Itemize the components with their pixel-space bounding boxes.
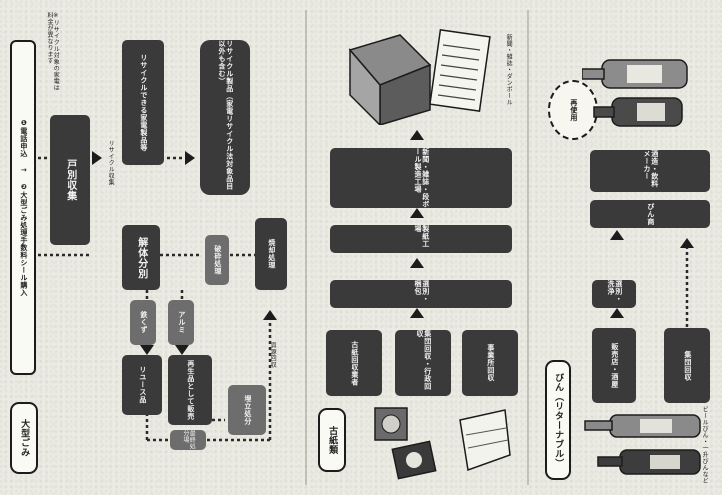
disassembly-label: 解体分別 (135, 237, 147, 279)
resource-recovery-text: 資源回収 (269, 342, 275, 368)
landfill-box: 埋立処分 (228, 385, 266, 435)
final-disposal-label: 最終処分場 (182, 430, 195, 450)
bottle-dealer-box: びん商 (590, 200, 710, 228)
paper-products-illustration (340, 25, 510, 125)
bottle-source-1-label: 販売店・酒屋 (610, 343, 618, 388)
paper-source-3-label: 事業所回収 (486, 344, 494, 382)
final-disposal-box: 最終処分場 (170, 430, 206, 450)
paper-sources-illustration (320, 400, 515, 485)
paper-sorting-label: 選別・梱包 (413, 280, 428, 308)
crush-box: 破砕処理 (205, 235, 229, 285)
bottle-sorting-box: 選別・洗浄 (592, 280, 636, 308)
incinerate-box: 焼却処理 (255, 218, 287, 290)
recycle-products-box: リサイクル製品（家電リサイクル法対象品目以外も含む） (200, 40, 250, 195)
sticker-note-text: ※リサイクル対象の家電は料金が異なります (46, 12, 59, 92)
paper-source-1: 古紙回収業者 (326, 330, 382, 396)
disassembly-box: 解体分別 (122, 225, 160, 290)
bottle-source-1: 販売店・酒屋 (592, 328, 636, 403)
bottle-source-2: 集団回収 (664, 328, 710, 403)
recycle-appliances-box: リサイクルできる家電製品等 (122, 40, 164, 165)
bulky-steps-header: ❶電話申込 → ❷大型ごみ処理手数料シール購入 (10, 40, 36, 375)
collection-label: 戸別収集 (64, 159, 76, 201)
paper-products-caption-text: 新聞・雑誌・ダンボール (505, 34, 511, 106)
reuse-label: リユース品 (138, 366, 146, 404)
beer-bottles-caption: ビールびん・一升びんなど (690, 400, 718, 490)
sticker-note: ※リサイクル対象の家電は料金が異なります (40, 12, 64, 92)
paper-products-caption: 新聞・雑誌・ダンボール (498, 20, 518, 120)
crush-label: 破砕処理 (213, 245, 221, 275)
resale-label: 再生品として販売 (186, 360, 194, 420)
bottles-tag-label: びん（リターナブル） (553, 373, 563, 468)
bottle-makers-box: 酒造・飲料メーカー (590, 150, 710, 192)
bottle-dealer-label: びん商 (646, 203, 654, 226)
resource-recovery-note: 資源回収 (262, 330, 282, 380)
paper-source-2-label: 集団回収・行政回収 (415, 330, 430, 396)
bulky-section-tag: 大型ごみ (10, 402, 38, 474)
steps-header-text: ❶電話申込 → ❷大型ごみ処理手数料シール購入 (19, 119, 27, 297)
bottles-section-tag: びん（リターナブル） (545, 360, 571, 480)
recycle-arrow-text: リサイクル収集 (107, 140, 113, 186)
resale-box: 再生品として販売 (168, 355, 212, 425)
incinerate-label: 焼却処理 (267, 239, 275, 269)
bottle-source-2-label: 集団回収 (683, 351, 691, 381)
paper-sorting-box: 選別・梱包 (330, 280, 512, 308)
reuse-bubble-text: 再使用 (569, 99, 577, 122)
collection-box: 戸別収集 (50, 115, 90, 245)
recycle-appliances-label: リサイクルできる家電製品等 (139, 54, 147, 152)
returnable-bottles-illustration (582, 40, 712, 135)
paper-source-3: 事業所回収 (462, 330, 518, 396)
bottle-sorting-label: 選別・洗浄 (606, 280, 621, 308)
landfill-label: 埋立処分 (243, 395, 251, 425)
paper-makers-label: 新聞・雑誌・段ボール製造工場 (413, 148, 428, 208)
beer-bottles-caption-text: ビールびん・一升びんなど (701, 406, 707, 484)
iron-box: 鉄くず (130, 300, 156, 345)
recycle-arrow-label: リサイクル収集 (100, 135, 120, 190)
paper-makers-box: 新聞・雑誌・段ボール製造工場 (330, 148, 512, 208)
paper-source-2: 集団回収・行政回収 (395, 330, 451, 396)
bulky-tag-label: 大型ごみ (19, 419, 29, 457)
reuse-box: リユース品 (122, 355, 162, 415)
bottle-makers-label: 酒造・飲料メーカー (642, 150, 657, 192)
aluminum-box: アルミ (168, 300, 194, 345)
iron-label: 鉄くず (139, 311, 147, 334)
recycle-products-label: リサイクル製品（家電リサイクル法対象品目以外も含む） (217, 40, 232, 195)
aluminum-label: アルミ (177, 311, 185, 334)
beer-bottles-illustration (580, 405, 705, 485)
paper-factory-box: 製紙工場 (330, 225, 512, 253)
paper-source-1-label: 古紙回収業者 (350, 341, 358, 386)
paper-factory-label: 製紙工場 (413, 225, 428, 253)
